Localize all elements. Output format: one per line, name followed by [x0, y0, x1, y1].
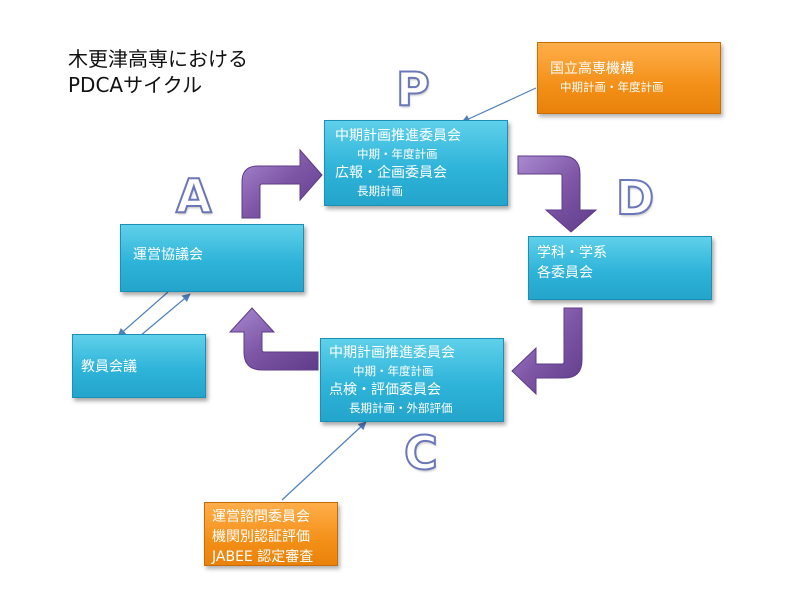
national-institute-box-line-2: 中期計画・年度計画 [560, 80, 664, 94]
plan-box-line-2: 中期・年度計画 [357, 147, 438, 161]
national-institute-box-line-1: 国立高専機構 [550, 61, 634, 77]
connector-faculty-to-act [139, 293, 191, 337]
plan-box-line-1: 中期計画推進委員会 [335, 128, 461, 144]
external-evaluation-box: 運営諮問委員会 機関別認証評価 JABEE 認定審査 [204, 502, 338, 566]
act-box-line-1: 運営協議会 [133, 247, 203, 263]
national-institute-box: 国立高専機構 中期計画・年度計画 [537, 42, 721, 114]
letter-p: P [395, 62, 431, 116]
title-line-2: PDCAサイクル [68, 73, 203, 97]
faculty-meeting-box: 教員会議 [72, 334, 206, 398]
arrow-do-to-check [511, 307, 583, 396]
connector-act-to-faculty [117, 291, 169, 337]
plan-box-line-3: 広報・企画委員会 [335, 165, 447, 181]
letter-c: C [403, 426, 439, 480]
arrow-check-to-act [228, 307, 319, 371]
external-evaluation-box-line-3: JABEE 認定審査 [212, 549, 314, 565]
check-box-line-1: 中期計画推進委員会 [329, 345, 455, 361]
check-box-line-3: 点検・評価委員会 [329, 382, 441, 398]
check-box-line-2: 中期・年度計画 [353, 364, 434, 378]
title-line-1: 木更津高専における [68, 47, 248, 71]
plan-box-line-4: 長期計画 [357, 184, 403, 198]
letter-d: D [615, 171, 655, 225]
faculty-meeting-box-line-1: 教員会議 [81, 359, 137, 375]
do-box: 学科・学系 各委員会 [528, 236, 712, 300]
connector-external-to-check [281, 421, 367, 501]
arrow-act-to-plan [241, 148, 323, 219]
diagram-title: 木更津高専における PDCAサイクル [68, 46, 248, 98]
letter-a: A [175, 169, 213, 223]
act-box: 運営協議会 [120, 224, 304, 292]
external-evaluation-box-line-1: 運営諮問委員会 [212, 509, 310, 525]
plan-box: 中期計画推進委員会 中期・年度計画 広報・企画委員会 長期計画 [324, 120, 508, 206]
check-box-line-4: 長期計画・外部評価 [349, 401, 453, 415]
connector-national-to-plan [461, 87, 537, 123]
do-box-line-1: 学科・学系 [537, 245, 607, 261]
check-box: 中期計画推進委員会 中期・年度計画 点検・評価委員会 長期計画・外部評価 [320, 338, 504, 422]
arrow-plan-to-do [517, 155, 598, 233]
external-evaluation-box-line-2: 機関別認証評価 [212, 529, 310, 545]
do-box-line-2: 各委員会 [537, 265, 593, 281]
